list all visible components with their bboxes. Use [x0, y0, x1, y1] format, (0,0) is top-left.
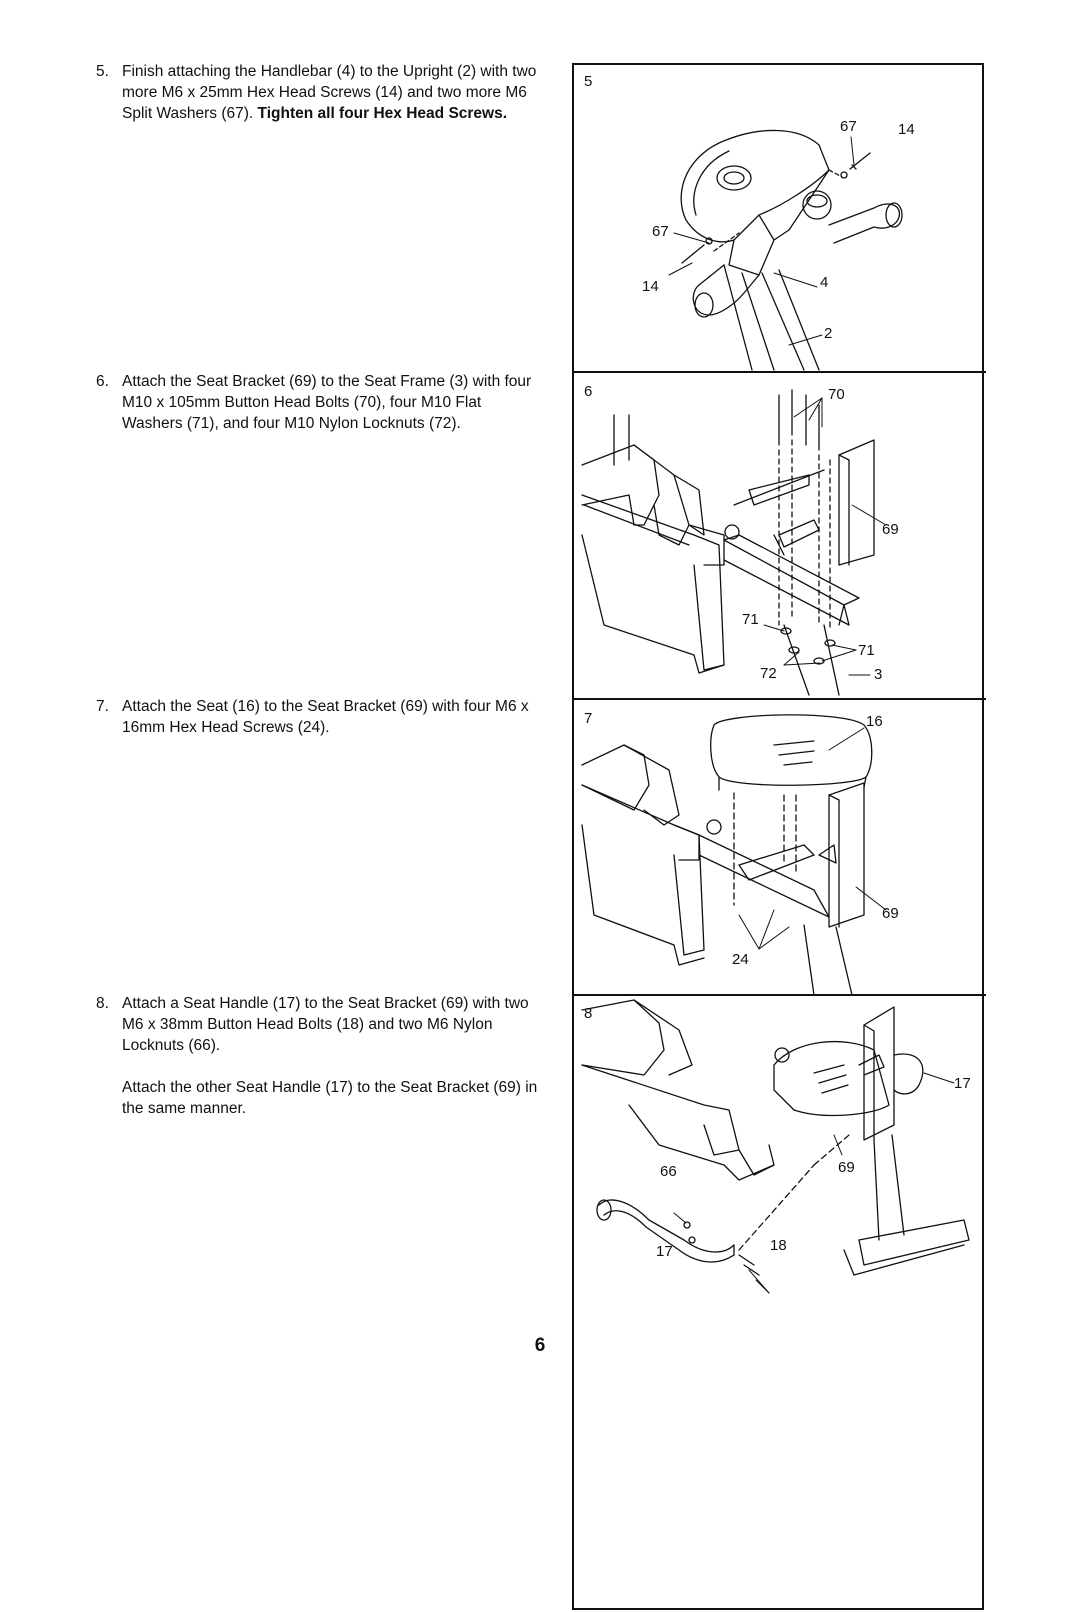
- bolt-icon: [778, 389, 836, 665]
- handlebar-drawing: [680, 129, 903, 371]
- callout-part-69: 69: [882, 905, 899, 922]
- step-number: 8.: [96, 995, 109, 1012]
- panel-7-label: 7: [584, 710, 593, 727]
- step-text: Attach the Seat (16) to the Seat Bracket…: [122, 698, 529, 736]
- callout-part-14: 14: [642, 278, 659, 295]
- callout-leaders: [673, 1072, 955, 1294]
- callout-part-67: 67: [652, 223, 669, 240]
- step-8: 8. Attach a Seat Handle (17) to the Seat…: [96, 993, 541, 1119]
- seat-handle-drawing: [581, 999, 970, 1276]
- callout-leaders: [668, 136, 855, 346]
- callout-part-17: 17: [656, 1243, 673, 1260]
- callout-part-4: 4: [820, 274, 829, 291]
- step-number: 6.: [96, 373, 109, 390]
- callout-part-67: 67: [840, 118, 857, 135]
- callout-part-16: 16: [866, 713, 883, 730]
- panel-8-label: 8: [584, 1005, 593, 1022]
- callout-part-71: 71: [858, 642, 875, 659]
- hex-screw-icon: [681, 152, 871, 264]
- illustration-frame: 5 6 7 8 67 14 67 14 4 2 70 69 71 71 72 3…: [572, 63, 986, 1610]
- panel-6-label: 6: [584, 383, 593, 400]
- step-number: 7.: [96, 698, 109, 715]
- step-text: Attach a Seat Handle (17) to the Seat Br…: [122, 995, 529, 1054]
- callout-part-69: 69: [838, 1159, 855, 1176]
- step-5: 5. Finish attaching the Handlebar (4) to…: [96, 61, 541, 124]
- callout-part-3: 3: [874, 666, 883, 683]
- callout-leaders: [763, 397, 887, 676]
- assembly-illustrations: [574, 129, 986, 1294]
- callout-part-2: 2: [824, 325, 833, 342]
- callout-part-71: 71: [742, 611, 759, 628]
- page-number: 6: [534, 1335, 546, 1356]
- callout-part-72: 72: [760, 665, 777, 682]
- callout-leaders: [738, 727, 887, 950]
- callout-part-14: 14: [898, 121, 915, 138]
- callout-part-24: 24: [732, 951, 749, 968]
- step-bold-note: Tighten all four Hex Head Screws.: [257, 105, 508, 122]
- step-6: 6. Attach the Seat Bracket (69) to the S…: [96, 371, 541, 434]
- step-text: Attach the Seat Bracket (69) to the Seat…: [122, 373, 532, 432]
- callout-part-18: 18: [770, 1237, 787, 1254]
- step-extra-text: Attach the other Seat Handle (17) to the…: [122, 1079, 538, 1117]
- callout-part-17: 17: [954, 1075, 971, 1092]
- step-number: 5.: [96, 63, 109, 80]
- step-7: 7. Attach the Seat (16) to the Seat Brac…: [96, 696, 541, 738]
- callout-part-70: 70: [828, 386, 845, 403]
- panel-5-label: 5: [584, 73, 593, 90]
- callout-part-66: 66: [660, 1163, 677, 1180]
- seat-drawing: [581, 714, 873, 996]
- step-text: Finish attaching the Handlebar (4) to th…: [122, 63, 537, 122]
- callout-part-69: 69: [882, 521, 899, 538]
